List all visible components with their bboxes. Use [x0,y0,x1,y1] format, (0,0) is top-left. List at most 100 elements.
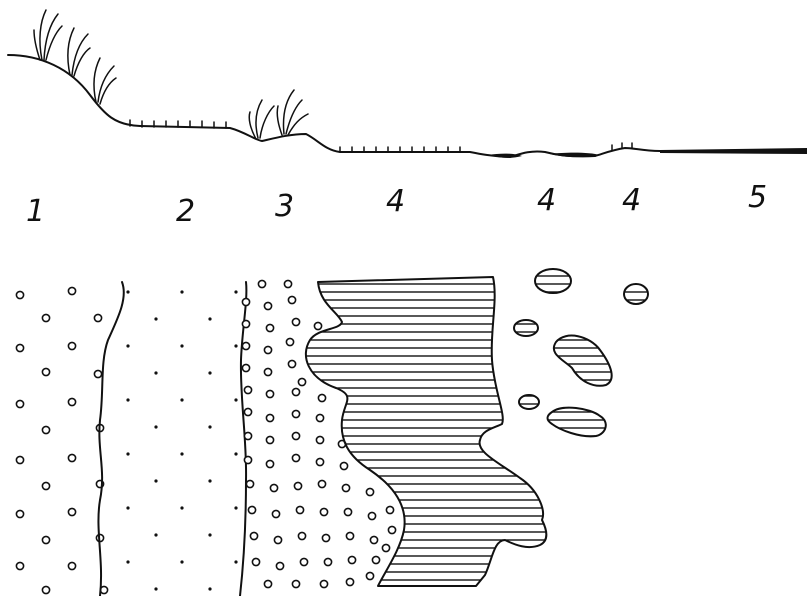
small-dot-symbol [208,371,211,374]
open-circle-symbol [248,506,255,513]
open-circle-symbol [292,318,299,325]
open-circle-symbol [274,536,281,543]
open-circle-symbol [288,296,295,303]
open-circle-symbol [42,586,49,593]
open-circle-symbol [366,488,373,495]
small-dot-symbol [126,398,129,401]
open-circle-symbol [266,390,273,397]
open-circle-symbol [342,484,349,491]
open-circle-symbol [272,510,279,517]
open-circle-symbol [264,368,271,375]
open-circle-symbol [264,302,271,309]
zone-label-5: 5 [748,180,767,215]
open-circle-symbol [42,314,49,321]
small-dot-symbol [180,290,183,293]
open-circle-symbol [266,460,273,467]
open-circle-symbol [318,394,325,401]
open-circle-symbol [266,414,273,421]
open-circle-symbol [94,370,101,377]
open-circle-symbol [16,400,23,407]
open-circle-symbol [292,454,299,461]
zone-2-dots [126,290,237,590]
zone-4-hatched-area [306,277,546,586]
open-circle-symbol [94,314,101,321]
open-circle-symbol [264,346,271,353]
small-dot-symbol [154,317,157,320]
small-dot-symbol [234,506,237,509]
zone-1-circles [16,287,107,593]
hatched-patch [514,320,538,336]
open-circle-symbol [266,324,273,331]
ground-profile-line [8,55,807,157]
small-dot-symbol [154,425,157,428]
open-circle-symbol [292,580,299,587]
open-circle-symbol [264,580,271,587]
open-circle-symbol [322,534,329,541]
open-circle-symbol [242,320,249,327]
zone-label-3: 3 [275,189,294,224]
hatched-patches [514,269,648,436]
small-dot-symbol [208,533,211,536]
small-dot-symbol [154,479,157,482]
open-circle-symbol [298,378,305,385]
boundary-line-1-2 [98,282,123,596]
open-circle-symbol [316,436,323,443]
small-dot-symbol [180,560,183,563]
zone-label-2: 2 [176,194,195,229]
open-circle-symbol [348,556,355,563]
small-dot-symbol [234,398,237,401]
surface-ticks [130,120,632,152]
hatched-patch [548,408,606,437]
open-circle-symbol [372,556,379,563]
open-circle-symbol [242,342,249,349]
profile-cross-section [8,10,807,158]
small-dot-symbol [180,506,183,509]
open-circle-symbol [316,458,323,465]
open-circle-symbol [250,532,257,539]
open-circle-symbol [68,454,75,461]
open-circle-symbol [286,338,293,345]
open-circle-symbol [68,342,75,349]
open-circle-symbol [68,287,75,294]
open-circle-symbol [16,291,23,298]
open-circle-symbol [244,386,251,393]
small-dot-symbol [234,290,237,293]
hatched-patch [554,336,612,386]
hatched-patch [519,395,539,409]
open-circle-symbol [292,410,299,417]
hatched-patch [624,284,648,304]
open-circle-symbol [318,480,325,487]
small-dot-symbol [126,560,129,563]
small-dot-symbol [208,587,211,590]
zone-label-4c: 4 [622,183,641,218]
small-dot-symbol [180,344,183,347]
open-circle-symbol [276,562,283,569]
small-dot-symbol [154,533,157,536]
open-circle-symbol [244,408,251,415]
open-circle-symbol [320,580,327,587]
small-dot-symbol [234,560,237,563]
open-circle-symbol [368,512,375,519]
small-dot-symbol [126,452,129,455]
open-circle-symbol [340,462,347,469]
open-circle-symbol [16,456,23,463]
small-dot-symbol [208,425,211,428]
open-circle-symbol [298,532,305,539]
open-circle-symbol [16,510,23,517]
small-dot-symbol [234,452,237,455]
open-circle-symbol [270,484,277,491]
open-circle-symbol [388,526,395,533]
open-circle-symbol [314,322,321,329]
open-circle-symbol [246,480,253,487]
open-circle-symbol [68,398,75,405]
hatched-patch [535,269,571,293]
open-circle-symbol [68,508,75,515]
open-circle-symbol [244,432,251,439]
open-circle-symbol [244,456,251,463]
zone-label-1: 1 [26,194,45,229]
small-dot-symbol [208,317,211,320]
open-circle-symbol [284,280,291,287]
open-circle-symbol [68,562,75,569]
small-dot-symbol [208,479,211,482]
